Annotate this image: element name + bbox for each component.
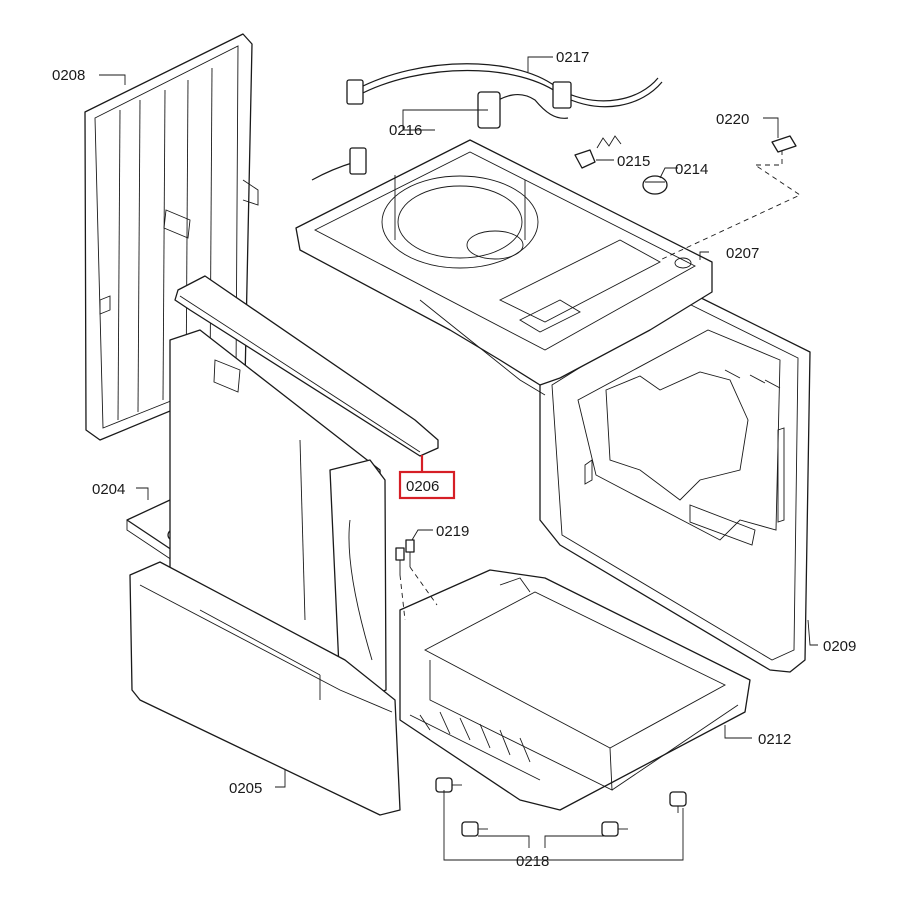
callout-0207: 0207 — [726, 245, 759, 262]
highlight-0206 — [398, 455, 456, 500]
callout-0206: 0206 — [406, 478, 439, 495]
callout-0204: 0204 — [92, 481, 125, 498]
foot-3 — [601, 821, 628, 837]
callout-0218: 0218 — [516, 853, 549, 870]
callout-0219: 0219 — [436, 523, 469, 540]
callout-0208: 0208 — [52, 67, 85, 84]
callout-0212: 0212 — [758, 731, 791, 748]
part-0214-knob — [642, 175, 668, 195]
foot-2 — [461, 821, 488, 837]
callout-0215: 0215 — [617, 153, 650, 170]
part-0219-screws — [395, 539, 438, 621]
part-0212-drip-tray — [399, 569, 751, 811]
foot-1 — [435, 777, 462, 793]
part-0215-spring — [574, 135, 622, 169]
part-0209-main-frame — [539, 289, 811, 673]
part-0216-cable-sensor — [311, 91, 569, 181]
callout-0216: 0216 — [389, 122, 422, 139]
part-0217-cable — [346, 63, 663, 109]
part-0207-top-frame — [295, 139, 713, 396]
callout-0220: 0220 — [716, 111, 749, 128]
part-0220-connector — [771, 135, 797, 153]
leader-lines — [99, 56, 818, 861]
part-0206-top-cover — [174, 275, 439, 457]
callout-0205: 0205 — [229, 780, 262, 797]
callout-0209: 0209 — [823, 638, 856, 655]
assembly-line-0220 — [659, 150, 801, 261]
callout-0217: 0217 — [556, 49, 589, 66]
foot-4 — [669, 791, 687, 813]
callout-0214: 0214 — [675, 161, 708, 178]
part-0205-front-housing — [129, 329, 401, 816]
part-0218-feet — [435, 777, 687, 837]
